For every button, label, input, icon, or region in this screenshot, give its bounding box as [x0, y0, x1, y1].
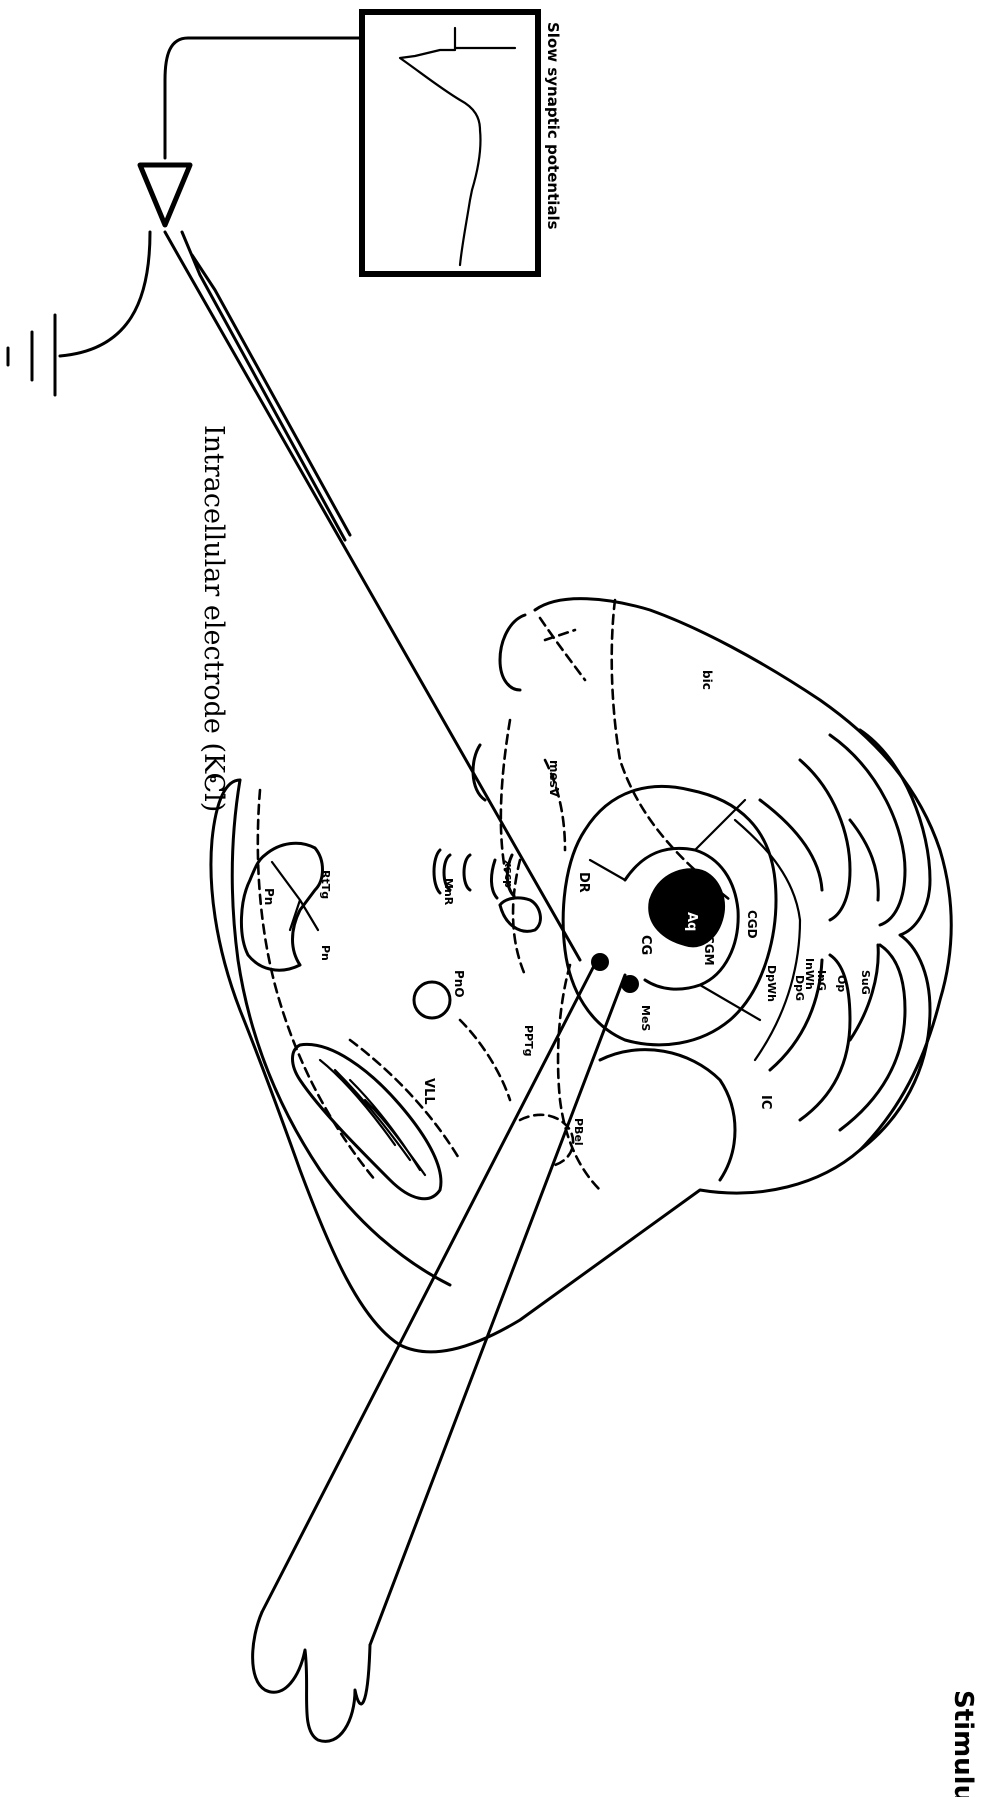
label-electrode: Intracellular electrode (KCl)	[198, 425, 229, 812]
labels: Slow synaptic potentials Intracellular e…	[198, 22, 978, 1797]
label-ing: InG	[815, 970, 828, 991]
label-pn: Pn	[262, 888, 276, 905]
label-op: Op	[835, 975, 848, 992]
label-dr: DR	[576, 872, 591, 893]
rttg-pn-block	[241, 843, 322, 970]
label-xscp: xscp	[502, 860, 515, 888]
amplifier-triangle	[140, 165, 190, 225]
label-mnr: MnR	[442, 878, 455, 906]
label-mes: MeS	[639, 1005, 652, 1031]
ground-wire	[60, 232, 150, 356]
stim-tip-2	[621, 975, 639, 993]
label-rttg: RtTg	[319, 870, 332, 899]
label-pno: PnO	[452, 970, 466, 998]
label-cgd: CGD	[745, 910, 759, 939]
stim-tip-1	[591, 953, 609, 971]
label-slow-potentials: Slow synaptic potentials	[544, 22, 562, 230]
stimulus-probe-outline	[262, 958, 625, 1645]
label-inwh: InWh	[803, 958, 816, 990]
label-aq: Aq	[684, 912, 699, 931]
stimulus-coil	[253, 1612, 370, 1741]
pno-circle-nucleus	[414, 982, 450, 1018]
label-p: p	[207, 775, 220, 783]
ic-boundary	[600, 1050, 735, 1180]
upper-lateral-nucleus	[500, 615, 525, 690]
scope-wire	[165, 38, 362, 158]
slow-potential-trace	[400, 28, 515, 265]
label-sug: SuG	[859, 970, 872, 995]
bic-dashed-boundary	[612, 600, 730, 900]
label-ic: IC	[758, 1095, 773, 1109]
ground-icon	[8, 315, 55, 395]
upper-dashed-boundary	[540, 618, 585, 680]
label-pbel: PBel	[572, 1118, 585, 1146]
label-vll: VLL	[421, 1078, 436, 1105]
oscilloscope-screen	[362, 12, 538, 274]
recording-setup	[8, 12, 580, 960]
label-stimulus: Stimulus	[948, 1690, 978, 1797]
vll-outline	[293, 1044, 441, 1198]
collicular-lamina-2	[800, 760, 850, 1120]
dr-small-nucleus	[500, 898, 540, 931]
label-cgm: CGM	[702, 935, 716, 966]
label-bic: bic	[700, 670, 714, 690]
label-mesv: mesV	[547, 760, 561, 798]
label-pptg: PPTg	[522, 1025, 535, 1057]
collicular-lamina-4	[735, 820, 800, 1060]
stimulating-electrode	[253, 953, 639, 1741]
collicular-lamina-1	[850, 820, 878, 1040]
label-pn-small: Pn	[319, 945, 332, 961]
label-dpwh: DpWh	[765, 965, 778, 1002]
pptg-dashed	[460, 1020, 510, 1100]
collicular-lamina-3	[760, 800, 822, 1070]
tectum-outline	[860, 730, 930, 1150]
xscp-dashed	[501, 720, 510, 870]
label-cg: CG	[638, 935, 653, 955]
